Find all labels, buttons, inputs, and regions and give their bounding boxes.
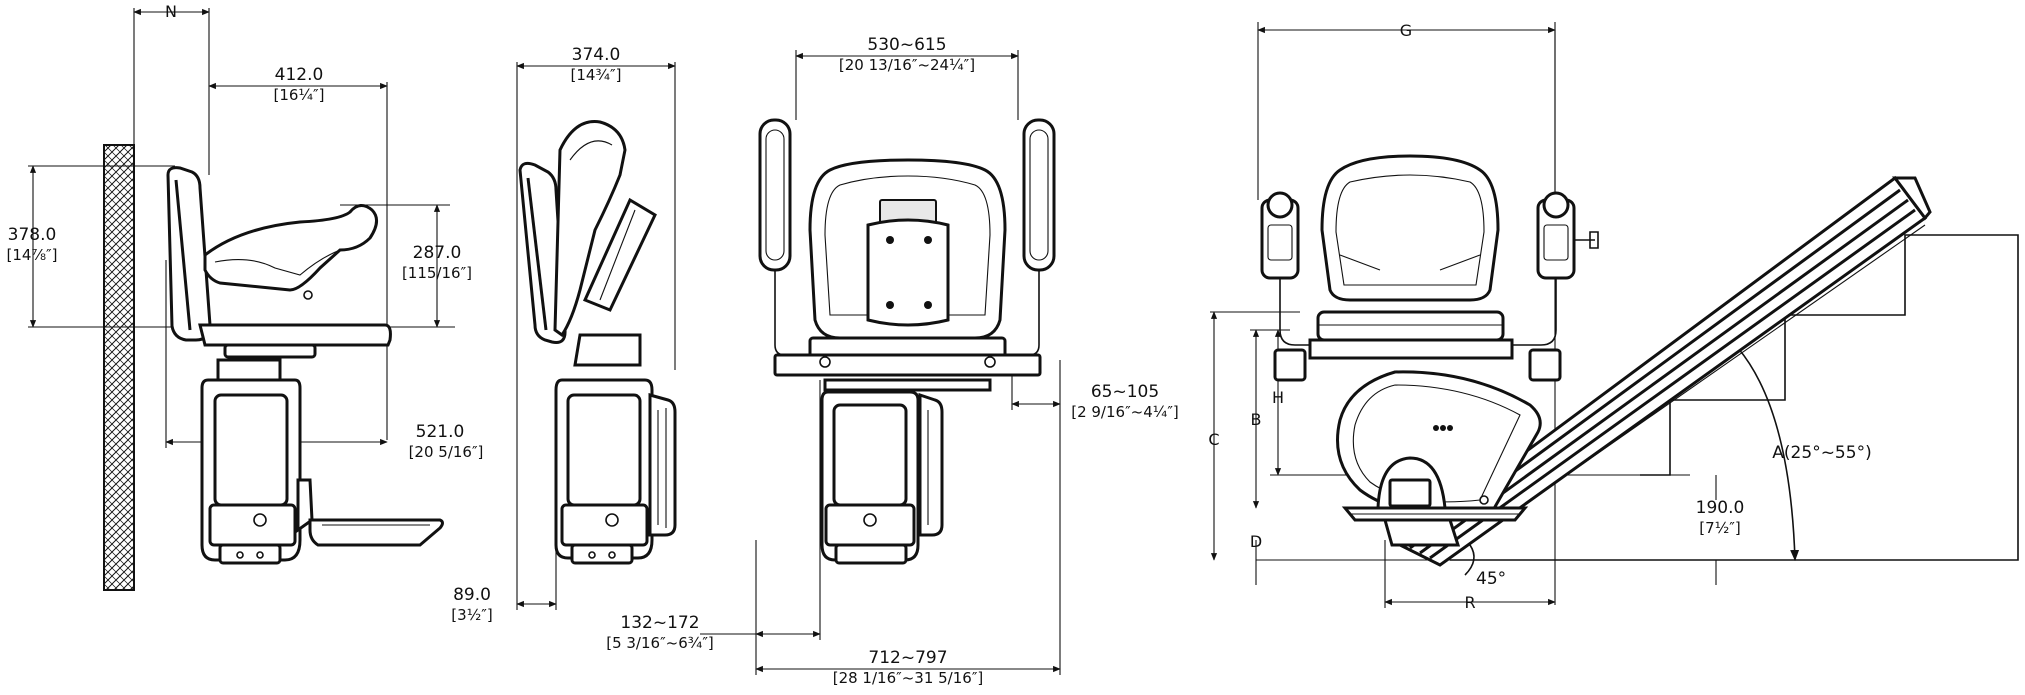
backrest-height-value: 378.0 [8, 225, 57, 245]
front-chair-illustration [758, 118, 1056, 565]
arm-offset-value: 65~105 [1091, 382, 1159, 402]
step-height-value: 190.0 [1696, 498, 1745, 518]
armrest-height-imperial: [115/16″] [402, 264, 472, 282]
overall-depth-imperial: [20 5/16″] [409, 443, 484, 461]
rail-offset-imperial: [3½″] [451, 606, 492, 624]
rail-offset-value: 89.0 [453, 585, 491, 605]
staircase-outline [1450, 234, 2019, 561]
stair-view: G C B H D R A(25°~55°) 190.0 [7½″] [1208, 21, 2019, 612]
swivel-angle: 45° [1476, 569, 1506, 589]
armrest-height-value: 287.0 [413, 243, 462, 263]
side-view: N 412.0 [16¼″] 378.0 [14⅞″] 287.0 [115/1… [7, 2, 484, 591]
stair-rail [1397, 175, 1932, 567]
side-chair-illustration [166, 166, 444, 565]
d-label: D [1250, 532, 1262, 551]
n-label: N [165, 2, 177, 21]
seat-depth-value: 412.0 [275, 65, 324, 85]
step-height-imperial: [7½″] [1699, 519, 1740, 537]
backrest-height-imperial: [14⅞″] [7, 246, 58, 264]
folded-depth-value: 374.0 [572, 45, 621, 65]
front-view: 530~615 [20 13/16″~24¼″] 65~105 [2 9/16″… [606, 35, 1179, 687]
base-offset-value: 132~172 [620, 613, 699, 633]
h-label: H [1272, 388, 1284, 407]
folded-depth-imperial: [14¾″] [571, 66, 622, 84]
overall-depth-value: 521.0 [416, 422, 465, 442]
folded-chair-illustration [518, 120, 677, 565]
base-offset-imperial: [5 3/16″~6¾″] [606, 634, 714, 652]
wall-hatch [103, 144, 135, 591]
r-label: R [1464, 593, 1475, 612]
seat-width-imperial: [20 13/16″~24¼″] [839, 56, 975, 74]
arm-offset-imperial: [2 9/16″~4¼″] [1071, 403, 1179, 421]
g-label: G [1400, 21, 1412, 40]
stair-chair-illustration [1260, 154, 1599, 547]
seat-width-value: 530~615 [867, 35, 946, 55]
c-label: C [1208, 430, 1219, 449]
overall-width-value: 712~797 [868, 648, 947, 668]
b-label: B [1251, 410, 1262, 429]
seat-depth-imperial: [16¼″] [274, 86, 325, 104]
folded-view: 374.0 [14¾″] 89.0 [3½″] [451, 45, 677, 624]
overall-width-imperial: [28 1/16″~31 5/16″] [833, 669, 984, 687]
angle-range: A(25°~55°) [1772, 443, 1871, 463]
